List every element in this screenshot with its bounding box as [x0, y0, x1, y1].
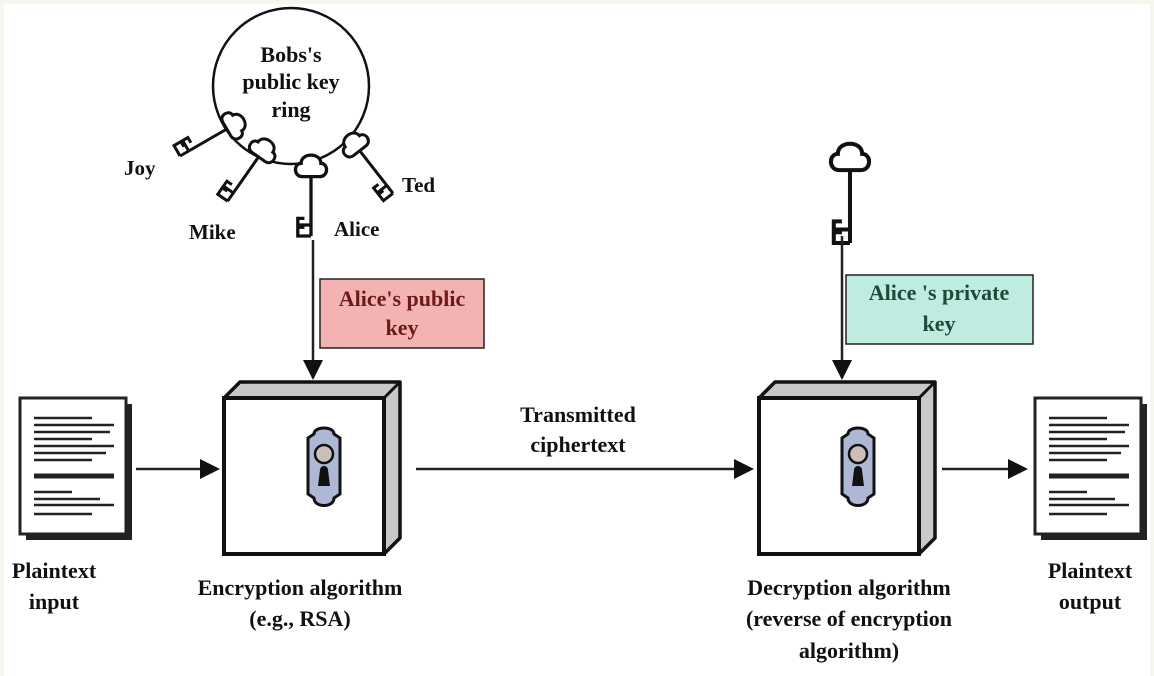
decryption-label-1: Decryption algorithm: [747, 575, 950, 600]
key-ring-label-2: public key: [242, 69, 339, 94]
input-arrowhead: [200, 459, 220, 479]
decryption-lock-icon: [840, 426, 876, 507]
ciphertext-label-2: ciphertext: [530, 432, 626, 457]
encryption-label-2: (e.g., RSA): [249, 606, 350, 631]
public-key-label-2: key: [386, 315, 419, 340]
encryption-label-1: Encryption algorithm: [198, 575, 403, 600]
public-key-arrowhead: [303, 360, 323, 380]
plaintext-input-document-icon: [20, 398, 132, 540]
ciphertext-arrowhead: [734, 459, 754, 479]
key-ring-circle: [211, 6, 371, 166]
plaintext-input-label-2: input: [29, 589, 80, 614]
key-owner-joy: Joy: [124, 156, 156, 180]
output-arrowhead: [1008, 459, 1028, 479]
alice-private-key-box: Alice 's private key: [845, 274, 1034, 345]
private-key-arrowhead: [832, 360, 852, 380]
ciphertext-label-1: Transmitted: [520, 402, 636, 427]
key-owner-ted: Ted: [402, 173, 435, 197]
ted-key-icon: [335, 125, 406, 204]
public-key-label-1: Alice's public: [339, 286, 466, 311]
plaintext-output-label-1: Plaintext: [1048, 558, 1133, 583]
alice-key-icon: [293, 153, 329, 238]
decryption-label-3: algorithm): [799, 638, 899, 663]
key-ring-label-3: ring: [271, 97, 310, 122]
key-owner-mike: Mike: [189, 220, 236, 244]
private-key-icon: [831, 144, 869, 243]
plaintext-output-label-2: output: [1059, 589, 1122, 614]
encryption-diagram: Bobs's public key ring Joy Mike Alice Te…: [12, 6, 1150, 663]
plaintext-input-label-1: Plaintext: [12, 558, 97, 583]
mike-key-icon: [214, 131, 283, 211]
public-key-ring: Bobs's public key ring Joy Mike Alice Te…: [124, 6, 435, 244]
alice-public-key-box: Alice's public key: [319, 278, 485, 349]
encryption-lock-icon: [306, 426, 342, 507]
private-key-label-2: key: [923, 311, 956, 336]
plaintext-output-document-icon: [1035, 398, 1147, 540]
diagram-canvas: Bobs's public key ring Joy Mike Alice Te…: [4, 4, 1150, 676]
key-ring-label-1: Bobs's: [260, 42, 322, 67]
decryption-label-2: (reverse of encryption: [746, 606, 952, 631]
private-key-label-1: Alice 's private: [869, 280, 1010, 305]
key-owner-alice: Alice: [334, 217, 379, 241]
joy-key-icon: [171, 105, 253, 170]
